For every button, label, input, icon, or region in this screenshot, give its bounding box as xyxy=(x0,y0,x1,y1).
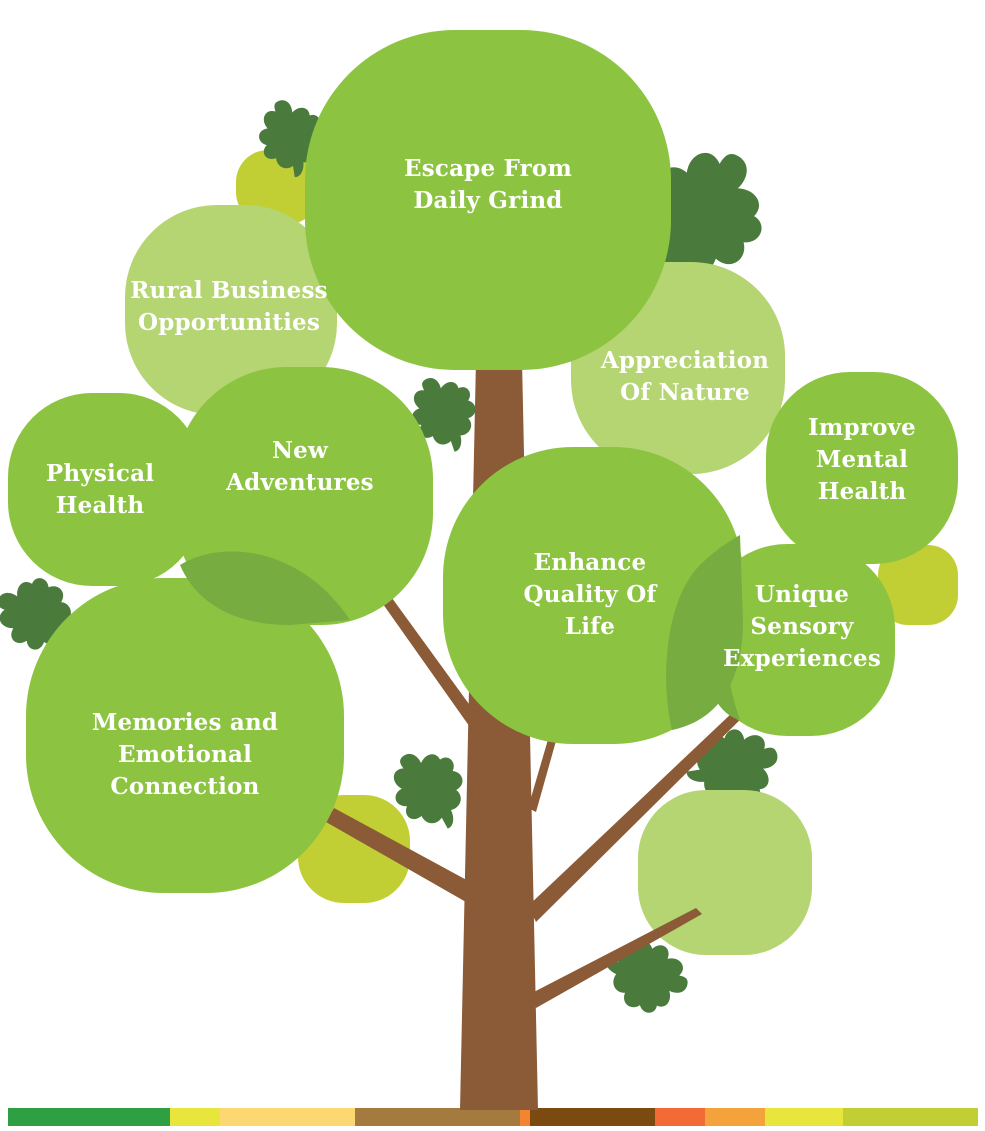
branch-lower-left xyxy=(326,808,474,902)
branch-lower-right xyxy=(530,908,702,1008)
bottom-color-stripe xyxy=(8,1108,978,1126)
stripe-segment-light-orange xyxy=(705,1108,765,1126)
new-adventures-label: New Adventures xyxy=(226,437,374,496)
rural-business-opportunities-label: Rural Business Opportunities xyxy=(130,277,328,336)
lime-blob xyxy=(878,545,958,625)
appreciation-of-nature-label: Appreciation Of Nature xyxy=(600,347,770,406)
enhance-quality-of-life-label: Enhance Quality Of Life xyxy=(523,549,657,640)
stripe-segment-olive xyxy=(843,1108,978,1126)
stripe-segment-peach xyxy=(220,1108,355,1126)
unique-sensory-shade xyxy=(703,552,740,720)
memories-and-emotional-connection-label: Memories and Emotional Connection xyxy=(91,709,279,800)
physical-health-blob xyxy=(8,393,203,586)
escape-from-daily-grind-label: Escape From Daily Grind xyxy=(403,155,573,214)
unique-sensory-blob-group xyxy=(703,544,895,736)
stripe-segment-yellow-2 xyxy=(765,1108,843,1126)
stripe-segment-tan xyxy=(355,1108,520,1126)
stripe-segment-yellow xyxy=(170,1108,220,1126)
rural-business-blob xyxy=(125,205,337,415)
physical-health-label: Physical Health xyxy=(45,460,155,519)
stripe-segment-brown xyxy=(530,1108,655,1126)
improve-mental-health-label: Improve Mental Health xyxy=(807,414,917,505)
memories-blob xyxy=(26,578,344,893)
new-adventures-shade xyxy=(180,551,350,625)
stripe-segment-orange xyxy=(655,1108,705,1126)
lower-right-blob xyxy=(638,790,812,955)
unique-sensory-experiences-label: Unique Sensory Experiences xyxy=(723,581,881,672)
stripe-segment-orange-small xyxy=(520,1108,530,1126)
stripe-segment-green xyxy=(8,1108,170,1126)
branch-right xyxy=(528,694,760,922)
unique-sensory-blob xyxy=(703,544,895,736)
improve-mental-health-blob xyxy=(766,372,958,564)
escape-blob xyxy=(305,30,671,370)
